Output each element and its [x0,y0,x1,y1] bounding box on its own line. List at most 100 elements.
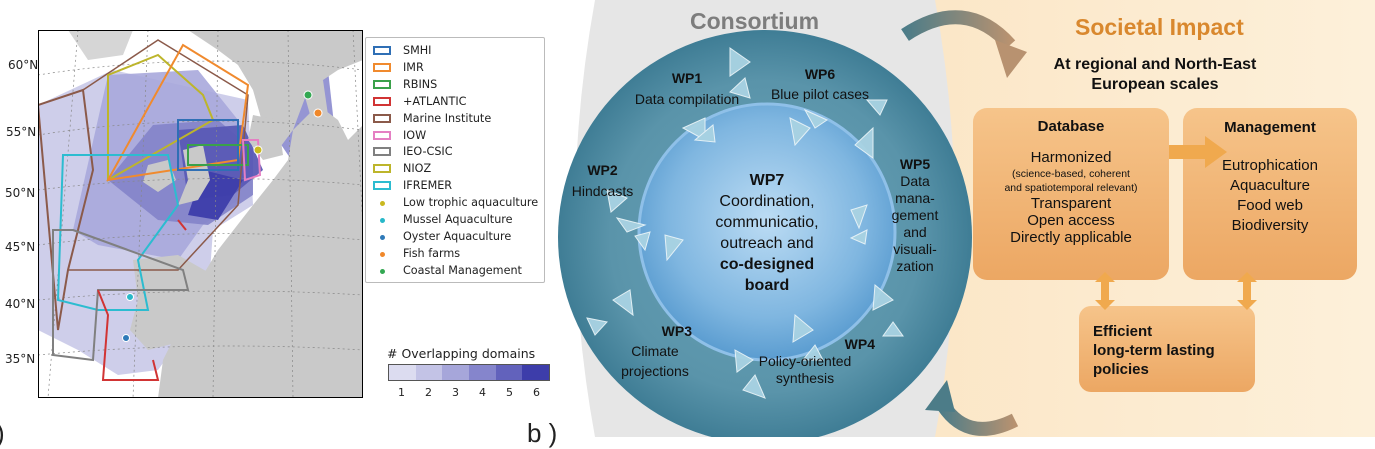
management-title: Management [1224,119,1316,136]
wp4-title: WP4 [844,336,875,352]
legend-item: +ATLANTIC [366,94,544,111]
wp3-desc-1: projections [621,363,689,379]
colorbar-tick: 1 [398,386,405,399]
legend-label: IEO-CSIC [403,145,453,159]
wp4-desc-1: synthesis [775,370,835,386]
legend-swatch [373,62,391,72]
lat-label-55: 55°N [6,125,37,139]
legend-item: Mussel Aquaculture [366,212,544,229]
wp7-line-1: communicatio, [715,214,819,231]
policies-line-2: policies [1093,361,1149,378]
legend-swatch [373,46,391,55]
legend-swatch [373,164,391,174]
lat-label-60: 60°N [8,58,39,72]
lat-label-45: 45°N [5,240,36,254]
legend-item: RBINS [366,77,544,94]
wp6-desc: Blue pilot cases [770,86,870,102]
wp1-block: WP1 Data compilation [617,70,757,108]
wp5-title: WP5 [899,156,931,172]
wp4-block: WP4 Policy-oriented synthesis [735,336,875,387]
legend-swatch [373,181,391,191]
legend-item: NIOZ [366,161,544,178]
legend-label: RBINS [403,77,438,91]
legend-dot [380,268,385,274]
management-line-1: Aquaculture [1229,177,1311,194]
policies-box: Efficient long-term lasting policies [1093,322,1253,379]
wp5-desc-3: and [903,224,927,240]
wp7-line-0: Coordination, [719,193,815,210]
legend-item: IFREMER [366,178,544,195]
colorbar-tick: 4 [479,386,486,399]
legend-label: Fish farms [403,246,461,260]
wp7-title: WP7 [749,172,785,189]
legend-label: NIOZ [403,162,432,176]
wp6-title: WP6 [804,66,836,82]
legend-swatch [373,79,391,89]
legend-label: IMR [403,60,424,74]
legend-item: IEO-CSIC [366,144,544,161]
legend-label: Oyster Aquaculture [403,229,512,243]
colorbar-title: # Overlapping domains [387,346,536,361]
wp1-title: WP1 [671,70,703,86]
impact-subtitle-0: At regional and North-East [1053,56,1257,73]
database-line1: Harmonized [1030,149,1112,166]
legend-dot [380,251,385,257]
wp4-desc-0: Policy-oriented [758,353,852,369]
wp5-desc-1: mana- [895,190,935,206]
consortium-title: Consortium [690,8,820,34]
wp7-bold-1: board [744,277,790,294]
policies-line-0: Efficient [1093,323,1153,340]
wp7-bold-0: co-designed [719,256,815,273]
wp7-block: WP7 Coordination, communicatio, outreach… [687,170,847,296]
database-line-openaccess: Open access [1027,212,1115,229]
legend-swatch [373,113,391,123]
legend-item: Oyster Aquaculture [366,229,544,246]
legend-label: IOW [403,128,427,142]
database-title: Database [1037,118,1105,135]
wp5-desc-5: zation [896,258,934,274]
legend-label: Coastal Management [403,263,522,277]
database-line-applicable: Directly applicable [1010,229,1132,246]
impact-subtitle: At regional and North-East European scal… [995,55,1315,95]
wp1-desc: Data compilation [634,91,740,107]
legend-item: IOW [366,128,544,145]
wp3-desc-0: Climate [631,343,679,359]
panel-b-tag: b ) [527,418,558,448]
panel-a-tag: ) [0,418,5,449]
colorbar [388,364,550,381]
colorbar-tick: 6 [533,386,540,399]
impact-title: Societal Impact [1075,14,1244,40]
legend-item: SMHI [366,43,544,60]
legend-dot [380,218,385,223]
legend-item: Low trophic aquaculture [366,195,544,212]
colorbar-segment [442,365,470,380]
wp7-line-2: outreach and [720,235,814,252]
legend-item: IMR [366,60,544,77]
lat-label-35: 35°N [5,352,36,366]
database-line-transparent: Transparent [1030,195,1112,212]
colorbar-segment [495,365,523,380]
legend-item: Coastal Management [366,263,544,280]
legend-label: SMHI [403,44,432,57]
legend-swatch [373,130,391,140]
wp5-block: WP5 Data mana- gement and visuali- zatio… [885,156,945,275]
colorbar-segment [415,365,443,380]
colorbar-segment [522,365,550,380]
policies-line-1: long-term lasting [1093,342,1215,359]
colorbar-segment [389,365,416,380]
legend-label: IFREMER [403,179,453,193]
wp6-block: WP6 Blue pilot cases [750,66,890,103]
legend-swatch [373,147,391,157]
legend-dot [380,201,385,207]
wp3-block: WP3 Climate projections [610,323,700,380]
consortium-diagram: Consortium WP1 Data compilation WP6 Blue… [555,0,1375,437]
legend-label: Marine Institute [403,111,492,125]
impact-subtitle-1: European scales [1091,76,1219,93]
legend-label: Mussel Aquaculture [403,213,513,226]
management-line-2: Food web [1237,197,1303,214]
wp5-desc-0: Data [900,173,930,189]
database-small-1: and spatiotemporal relevant) [1004,182,1138,194]
database-small-0: (science-based, coherent [1012,168,1130,180]
legend-label: +ATLANTIC [403,94,467,108]
